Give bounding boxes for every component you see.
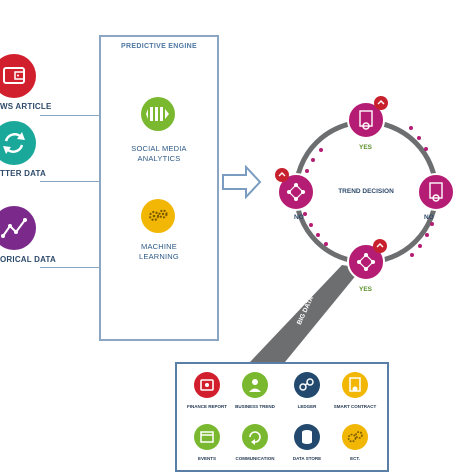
decision-node-left xyxy=(275,168,315,211)
connector-line xyxy=(40,115,99,116)
database-icon xyxy=(294,424,320,450)
source-label: TTER DATA xyxy=(0,169,46,178)
cell-label: COMMUNICATION xyxy=(235,456,275,461)
cell-label: EVENTS xyxy=(197,456,216,461)
cell-label: BUSINESS TREND xyxy=(235,404,275,409)
source-label: WS ARTICLE xyxy=(0,102,52,111)
cell-label: SMART CONTRACT xyxy=(328,404,382,410)
line-graph-icon xyxy=(0,206,36,250)
big-data-panel: FINANCE REPORT BUSINESS TREND LEDGER SMA… xyxy=(175,362,389,472)
events-icon xyxy=(194,424,220,450)
etc-gears-icon xyxy=(342,424,368,450)
communication-icon xyxy=(242,424,268,450)
connector-line xyxy=(40,181,99,182)
cell-label-text: SMART CONTRACT xyxy=(333,404,377,409)
cell-label: LEDGER xyxy=(297,404,317,409)
refresh-icon xyxy=(0,121,36,165)
node-label-bottom: YES xyxy=(359,286,373,293)
contract-icon xyxy=(342,372,368,398)
ledger-icon xyxy=(294,372,320,398)
trend-decision-label: TREND DECISION xyxy=(338,188,394,195)
engine-item-line: MACHINE xyxy=(141,242,177,251)
wallet-icon xyxy=(0,54,36,98)
node-label-top: YES xyxy=(359,144,373,151)
cell-label: ECT. xyxy=(350,456,360,461)
decision-node-right xyxy=(417,173,455,211)
person-icon xyxy=(242,372,268,398)
engine-item-line: ANALYTICS xyxy=(137,154,181,163)
cell-label: FINANCE REPORT xyxy=(186,404,227,409)
source-label: ORICAL DATA xyxy=(0,255,56,264)
cell-label: DATA STORE xyxy=(292,456,322,461)
node-label-right: NO xyxy=(424,214,434,221)
engine-item-label: MACHINE LEARNING xyxy=(101,242,217,262)
connector-line xyxy=(40,267,99,268)
gears-icon xyxy=(141,199,175,233)
predictive-engine-panel: PREDICTIVE ENGINE SOCIAL MEDIA ANALYTICS… xyxy=(99,35,219,341)
node-label-left: NO xyxy=(294,214,304,221)
decision-node-bottom xyxy=(347,239,387,281)
engine-item-line: SOCIAL MEDIA xyxy=(131,144,187,153)
engine-item-line: LEARNING xyxy=(139,252,179,261)
engine-title: PREDICTIVE ENGINE xyxy=(121,43,197,50)
dotted-arcs xyxy=(303,126,434,257)
analytics-icon xyxy=(141,97,175,131)
engine-item-label: SOCIAL MEDIA ANALYTICS xyxy=(101,144,217,164)
finance-icon xyxy=(194,372,220,398)
big-data-funnel xyxy=(250,265,362,362)
decision-node-top xyxy=(347,96,388,139)
flow-arrow-icon xyxy=(222,165,262,199)
